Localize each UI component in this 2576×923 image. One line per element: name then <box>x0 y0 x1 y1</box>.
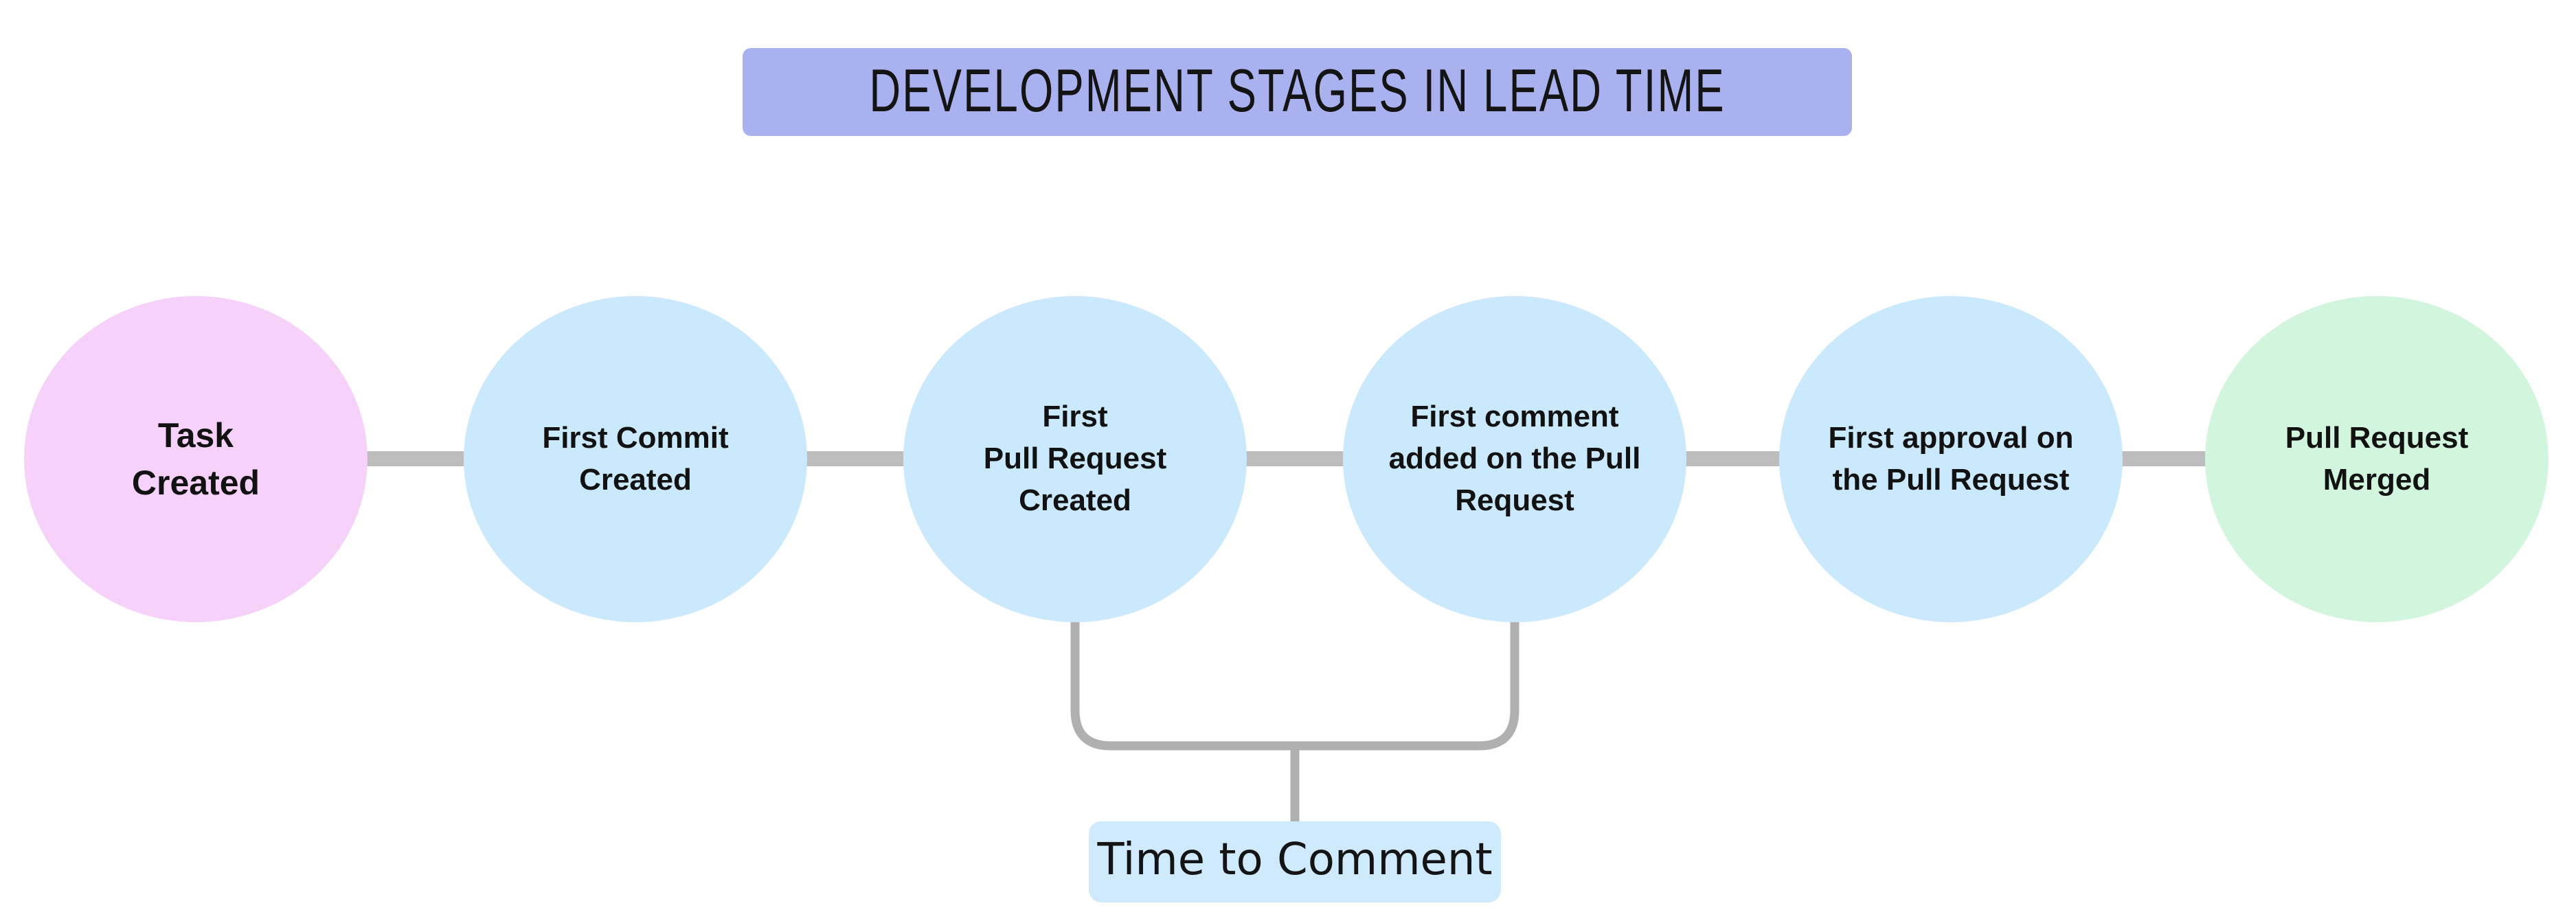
stage-label: Pull Request Merged <box>2285 420 2469 497</box>
stage-label: First comment added on the Pull Request <box>1388 400 1641 517</box>
time-to-comment-label: Time to Comment <box>1089 821 1501 902</box>
diagram-title-bar: DEVELOPMENT STAGES IN LEAD TIME <box>743 48 1852 136</box>
stage-circle-task-created: Task Created <box>24 296 368 622</box>
stage-circle-first-comment-added: First comment added on the Pull Request <box>1343 296 1686 622</box>
stage-label: First Commit Created <box>542 420 729 497</box>
stage-label: First approval on the Pull Request <box>1828 420 2074 497</box>
stage-circle-first-commit-created: First Commit Created <box>464 296 807 622</box>
stage-circle-pull-request-merged: Pull Request Merged <box>2205 296 2549 622</box>
diagram-title: DEVELOPMENT STAGES IN LEAD TIME <box>869 56 1726 124</box>
stage-circle-first-pull-request-created: First Pull Request Created <box>903 296 1247 622</box>
stage-circle-first-approval: First approval on the Pull Request <box>1779 296 2123 622</box>
time-to-comment-text: Time to Comment <box>1097 834 1493 885</box>
bracket-span-path <box>1070 615 1519 751</box>
stage-label: Task Created <box>131 415 260 502</box>
stage-label: First Pull Request Created <box>983 400 1167 517</box>
